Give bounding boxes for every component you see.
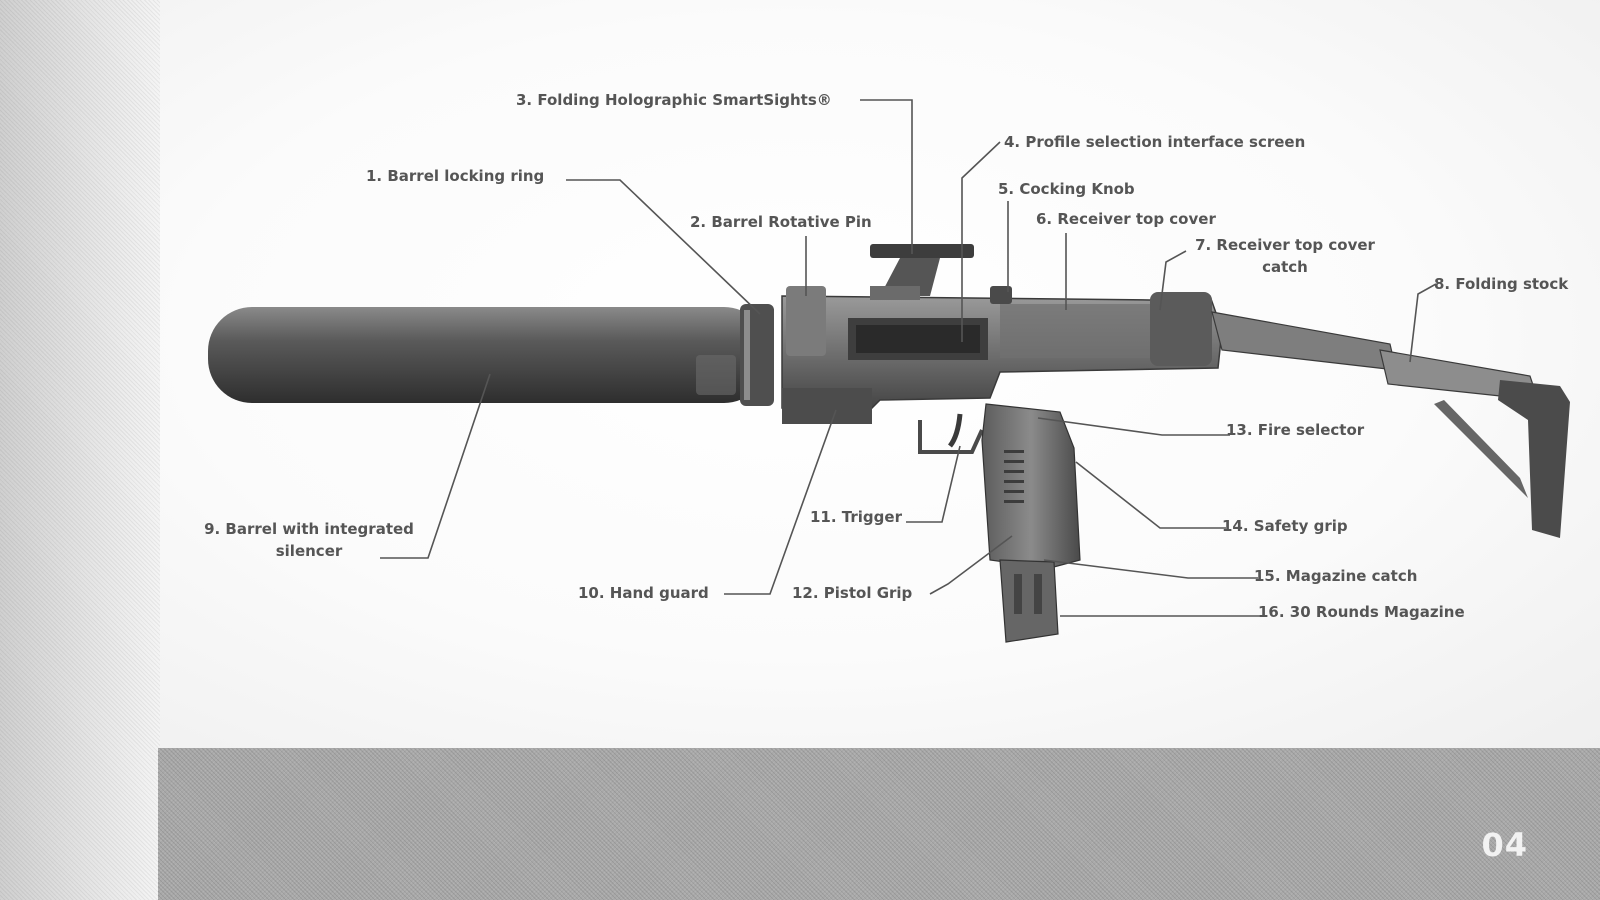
receiver	[781, 286, 1223, 424]
trigger-assembly	[918, 413, 984, 454]
label-hand-guard: 10. Hand guard	[578, 584, 709, 602]
label-receiver-top-cover-catch-line1: 7. Receiver top cover	[1195, 236, 1375, 254]
label-receiver-top-cover-catch-line2: catch	[1262, 258, 1308, 276]
label-folding-holographic-smartsights: 3. Folding Holographic SmartSights®	[516, 91, 832, 109]
label-safety-grip: 14. Safety grip	[1222, 517, 1348, 535]
label-profile-selection-screen: 4. Profile selection interface screen	[1004, 133, 1306, 151]
holographic-sight	[870, 244, 974, 300]
label-folding-stock: 8. Folding stock	[1434, 275, 1569, 293]
label-barrel-integrated-silencer-line2: silencer	[275, 542, 343, 560]
footer-band	[158, 748, 1600, 900]
label-receiver-top-cover-catch: 7. Receiver top cover catch	[1188, 234, 1382, 278]
label-fire-selector: 13. Fire selector	[1226, 421, 1365, 439]
label-cocking-knob: 5. Cocking Knob	[998, 180, 1135, 198]
leader-lines	[380, 99, 1437, 617]
label-30-rounds-magazine: 16. 30 Rounds Magazine	[1258, 603, 1465, 621]
label-barrel-rotative-pin: 2. Barrel Rotative Pin	[690, 213, 872, 231]
label-pistol-grip: 12. Pistol Grip	[792, 584, 913, 602]
cocking-knob-shape	[990, 286, 1012, 304]
label-magazine-catch: 15. Magazine catch	[1254, 567, 1418, 585]
label-receiver-top-cover: 6. Receiver top cover	[1036, 210, 1216, 228]
left-margin-band	[0, 0, 160, 900]
barrel-silencer	[208, 304, 774, 406]
label-trigger: 11. Trigger	[810, 508, 902, 526]
label-barrel-integrated-silencer: 9. Barrel with integrated silencer	[192, 518, 426, 562]
label-barrel-locking-ring: 1. Barrel locking ring	[366, 167, 545, 185]
page-number: 04	[1481, 826, 1528, 864]
label-barrel-integrated-silencer-line1: 9. Barrel with integrated	[204, 520, 414, 538]
folding-stock	[1211, 311, 1570, 538]
pistol-grip	[981, 403, 1081, 569]
magazine	[999, 559, 1059, 643]
